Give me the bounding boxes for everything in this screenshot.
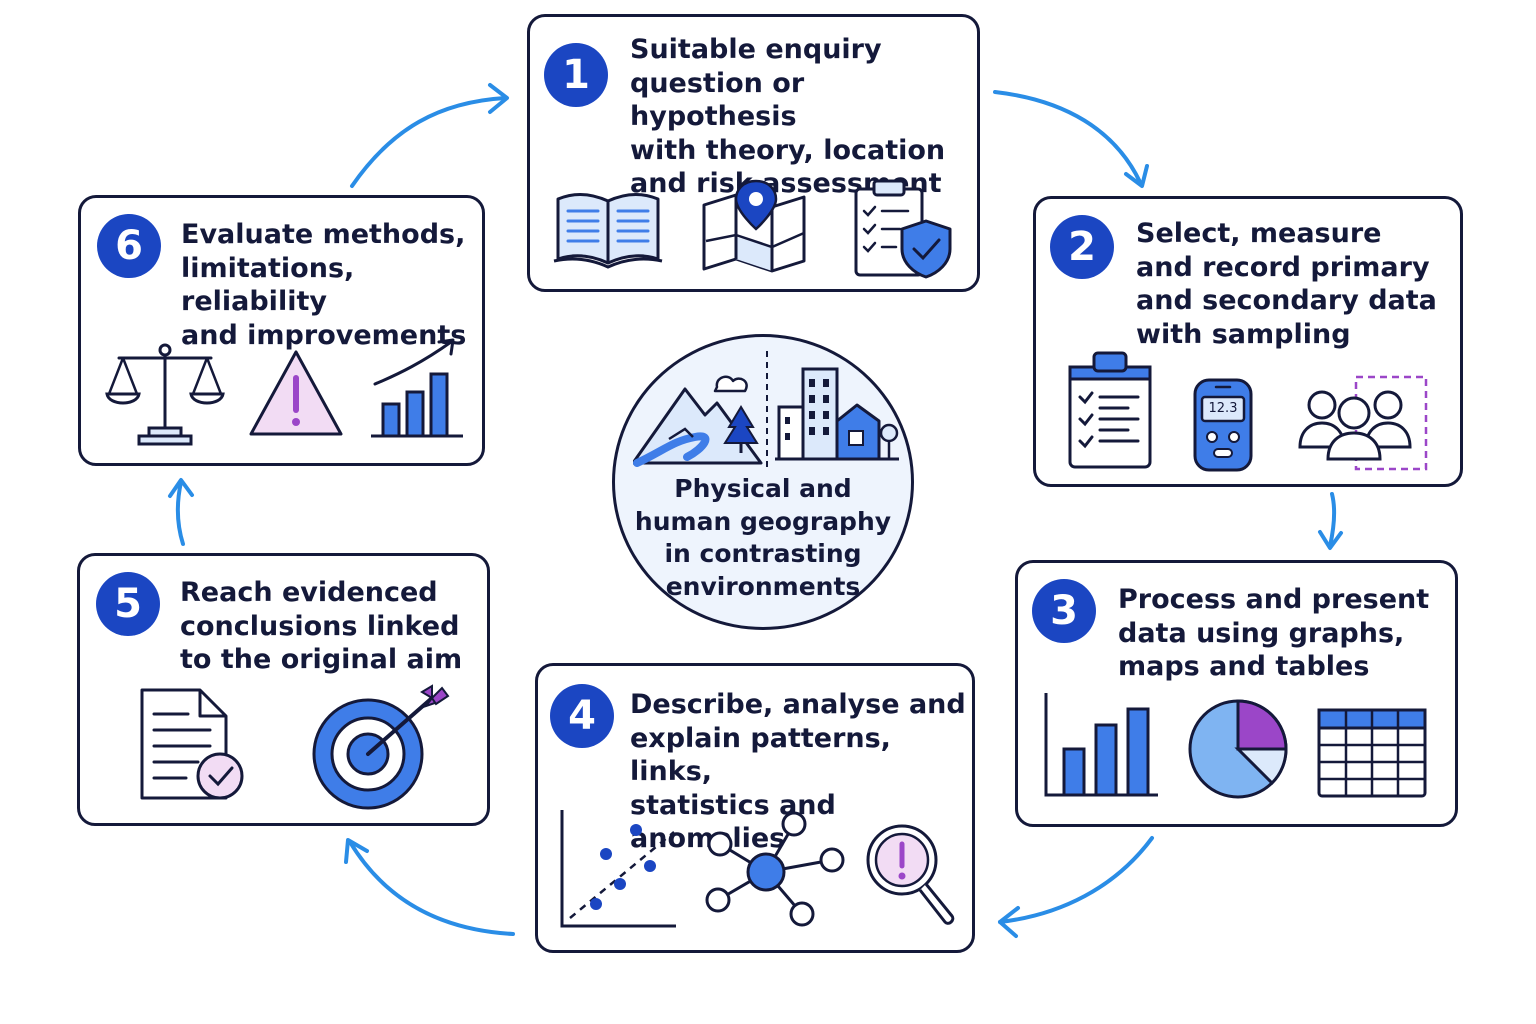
report-check-icon: [140, 688, 244, 800]
step-2-text: Select, measure and record primary and s…: [1136, 218, 1437, 350]
hub-label: Physical and human geography in contrast…: [634, 474, 892, 601]
magnifier-anomaly-icon: [866, 824, 955, 925]
step-6-number-badge: 6: [97, 214, 161, 278]
warning-icon: [249, 350, 343, 436]
step-4-text: Describe, analyse and explain patterns, …: [630, 689, 966, 854]
open-book-icon: [553, 193, 663, 269]
meter-reading: 12.3: [1208, 401, 1238, 416]
arrow-step3-to-step4: [998, 836, 1154, 938]
step-1-number-badge: 1: [544, 43, 608, 107]
bar-chart-icon: [1044, 693, 1158, 797]
hub-divider: [766, 351, 768, 467]
arrow-step4-to-step5: [344, 838, 515, 936]
step-2-number-badge: 2: [1050, 215, 1114, 279]
target-icon: [312, 684, 450, 810]
arrow-step1-to-step2: [993, 90, 1149, 188]
city-buildings-icon: [775, 367, 899, 461]
step-1-text: Suitable enquiry question or hypothesis …: [630, 34, 946, 199]
central-hub: Physical and human geography in contrast…: [612, 334, 914, 630]
step-6-text: Evaluate methods, limitations, reliabili…: [181, 219, 467, 351]
table-icon: [1317, 708, 1427, 798]
step-3-text: Process and present data using graphs, m…: [1118, 584, 1430, 682]
handheld-meter-icon: 12.3: [1192, 377, 1254, 473]
growth-chart-icon: [371, 338, 463, 438]
step-6-card: 6 Evaluate methods, limitations, reliabi…: [78, 195, 485, 466]
step-3-number-badge: 3: [1032, 579, 1096, 643]
scatter-plot-icon: [560, 810, 676, 928]
pie-chart-icon: [1188, 699, 1288, 799]
step-4-number-badge: 4: [550, 684, 614, 748]
checklist-shield-icon: [854, 179, 952, 279]
step-5-card: 5 Reach evidenced conclusions linked to …: [77, 553, 490, 826]
arrow-step2-to-step3: [1318, 492, 1343, 550]
step-5-text: Reach evidenced conclusions linked to th…: [180, 577, 463, 675]
balance-scale-icon: [105, 343, 225, 446]
step-2-card: 2 Select, measure and record primary and…: [1033, 196, 1463, 487]
people-sample-icon: [1298, 375, 1428, 471]
mountain-river-icon: [633, 375, 763, 467]
step-4-card: 4 Describe, analyse and explain patterns…: [535, 663, 975, 953]
arrow-step6-to-step1: [350, 83, 509, 188]
step-1-card: 1 Suitable enquiry question or hypothesi…: [527, 14, 980, 292]
step-3-card: 3 Process and present data using graphs,…: [1015, 560, 1458, 827]
step-5-number-badge: 5: [96, 572, 160, 636]
network-icon: [705, 811, 845, 927]
map-pin-icon: [702, 179, 806, 273]
arrow-step5-to-step6: [168, 478, 194, 546]
clipboard-checklist-icon: [1068, 351, 1152, 469]
